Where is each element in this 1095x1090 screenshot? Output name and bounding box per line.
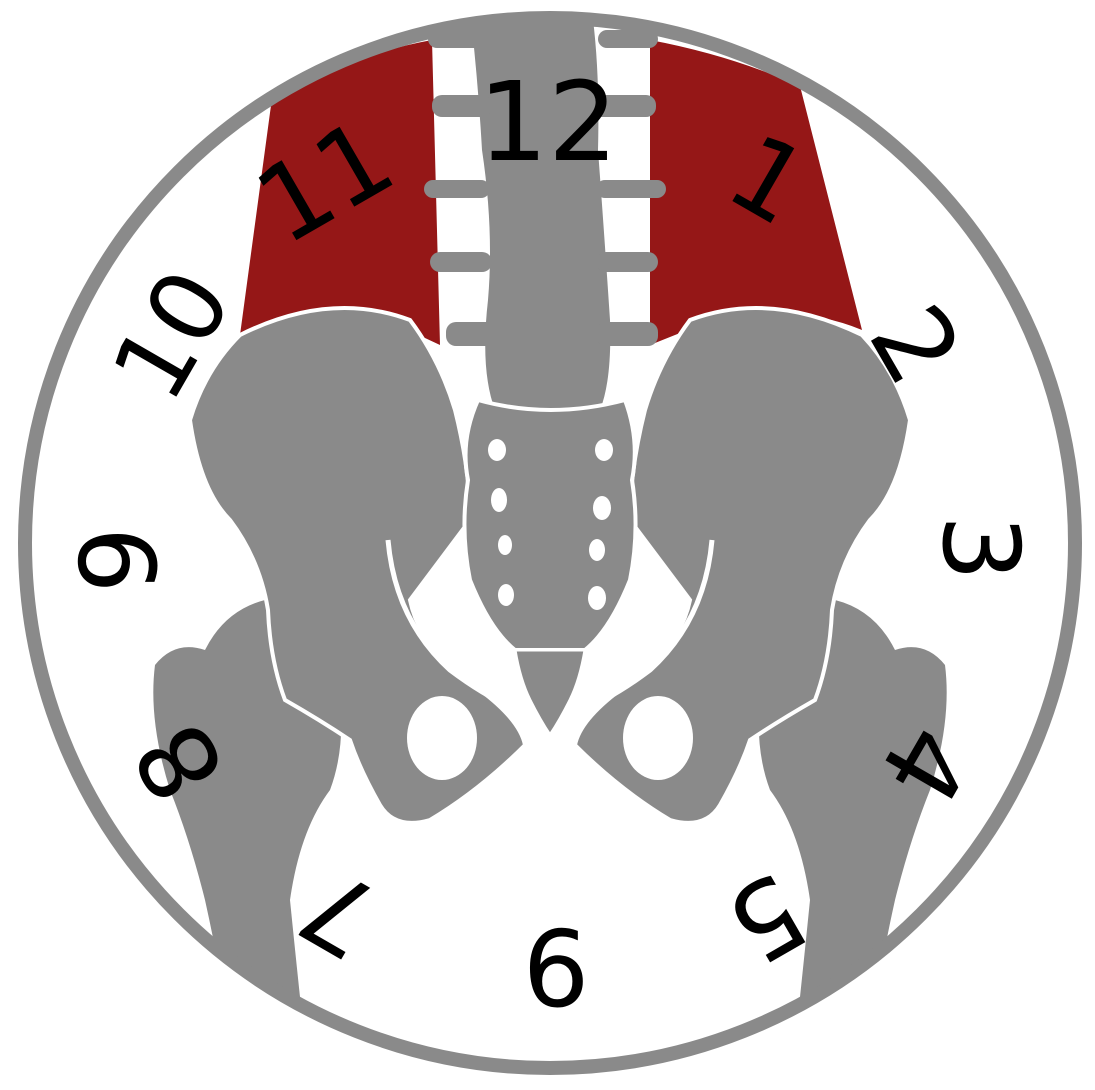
right-obturator-foramen [623, 696, 693, 780]
numeral-6: 6 [523, 909, 590, 1031]
numeral-12: 12 [478, 58, 618, 186]
sacrum [464, 400, 635, 650]
numeral-9: 9 [59, 527, 181, 594]
left-obturator-foramen [407, 696, 477, 780]
numeral-3: 3 [919, 515, 1041, 582]
